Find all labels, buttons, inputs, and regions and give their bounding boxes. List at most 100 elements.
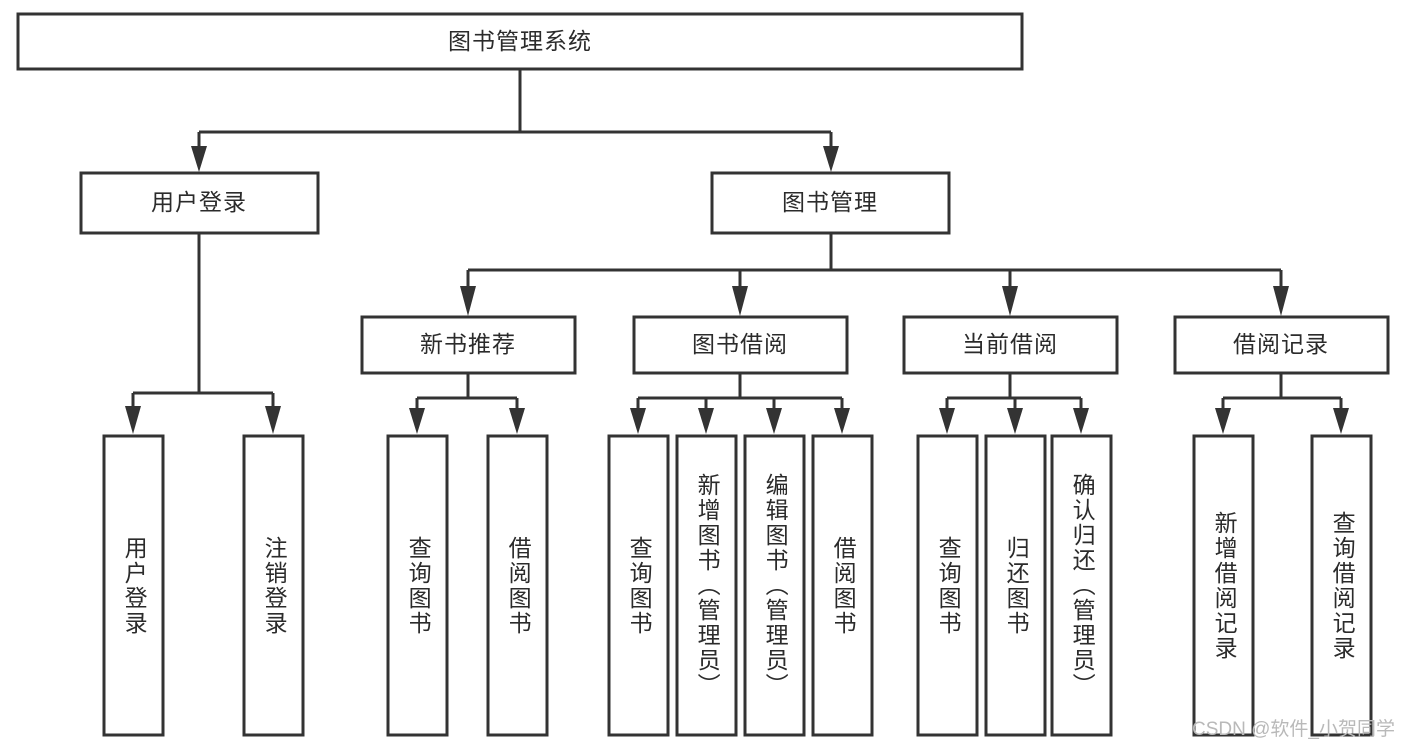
- leaf-current-borrow-2-labelbox: 归还图书: [1003, 535, 1030, 636]
- arrowhead-nb-l1: [409, 408, 425, 434]
- arrowhead-user-login: [191, 146, 207, 172]
- leaf-book-borrow-4-rect[interactable]: [811, 434, 874, 737]
- leaf-book-borrow-3-labelbox: 编辑图书（管理员）: [762, 473, 789, 698]
- leaf-book-borrow-1-rect[interactable]: [607, 434, 670, 737]
- node-book-borrow-label: 图书借阅: [692, 331, 788, 357]
- arrowhead-bm-c3: [1002, 286, 1018, 316]
- leaf-current-borrow-1-rect[interactable]: [916, 434, 979, 737]
- leaf-user-login-2-rect[interactable]: [242, 434, 305, 737]
- leaf-new-book-1-labelbox: 查询图书: [405, 535, 432, 636]
- leaf-current-borrow-3-rect[interactable]: [1050, 434, 1113, 737]
- leaf-book-borrow-2[interactable]: 新增图书（管理员）: [675, 434, 738, 737]
- arrowhead-book-mgmt: [823, 146, 839, 172]
- leaf-current-borrow-3-label: 确认归还（管理员）: [1069, 473, 1096, 698]
- node-current-borrow-rect[interactable]: [902, 315, 1119, 375]
- leaf-new-book-1-label: 查询图书: [405, 535, 432, 636]
- arrowhead-cb-l2: [1007, 408, 1023, 434]
- leaf-current-borrow-1-label: 查询图书: [935, 535, 962, 636]
- node-current-borrow[interactable]: 当前借阅: [902, 315, 1119, 375]
- leaf-borrow-record-2-labelbox: 查询借阅记录: [1329, 510, 1356, 661]
- node-book-management-rect[interactable]: [710, 171, 951, 235]
- leaf-book-borrow-1-label: 查询图书: [626, 535, 653, 636]
- connector-group-root: [191, 69, 839, 172]
- leaf-borrow-record-2-rect[interactable]: [1310, 434, 1373, 737]
- leaf-new-book-1[interactable]: 查询图书: [386, 434, 449, 737]
- leaf-book-borrow-3-label: 编辑图书（管理员）: [762, 473, 789, 698]
- leaf-new-book-2[interactable]: 借阅图书: [486, 434, 549, 737]
- arrowhead-bb-l3: [766, 408, 782, 434]
- node-new-book-recommend[interactable]: 新书推荐: [360, 315, 577, 375]
- leaf-borrow-record-1-labelbox: 新增借阅记录: [1211, 510, 1238, 661]
- node-user-login[interactable]: 用户登录: [79, 171, 320, 235]
- leaf-book-borrow-1[interactable]: 查询图书: [607, 434, 670, 737]
- leaf-current-borrow-1-labelbox: 查询图书: [935, 535, 962, 636]
- leaf-current-borrow-3-labelbox: 确认归还（管理员）: [1069, 473, 1096, 698]
- arrowhead-bb-l4: [834, 408, 850, 434]
- arrowhead-br-l1: [1215, 408, 1231, 434]
- leaf-borrow-record-1-label: 新增借阅记录: [1211, 510, 1238, 661]
- leaf-borrow-record-2-label: 查询借阅记录: [1329, 510, 1356, 661]
- node-new-book-recommend-label: 新书推荐: [420, 331, 516, 357]
- arrowhead-bm-c4: [1273, 286, 1289, 316]
- leaf-current-borrow-2[interactable]: 归还图书: [984, 434, 1047, 737]
- leaf-book-borrow-2-label: 新增图书（管理员）: [694, 473, 721, 698]
- node-user-login-label: 用户登录: [151, 189, 247, 215]
- node-borrow-record[interactable]: 借阅记录: [1173, 315, 1390, 375]
- node-root-label: 图书管理系统: [448, 28, 592, 54]
- leaf-book-borrow-4-label: 借阅图书: [830, 535, 857, 636]
- arrowhead-bb-l1: [630, 408, 646, 434]
- node-book-borrow[interactable]: 图书借阅: [632, 315, 849, 375]
- leaf-book-borrow-4[interactable]: 借阅图书: [811, 434, 874, 737]
- leaf-new-book-1-rect[interactable]: [386, 434, 449, 737]
- leaf-current-borrow-3[interactable]: 确认归还（管理员）: [1050, 434, 1113, 737]
- node-borrow-record-label: 借阅记录: [1233, 331, 1329, 357]
- leaf-new-book-2-rect[interactable]: [486, 434, 549, 737]
- leaf-book-borrow-3-rect[interactable]: [743, 434, 806, 737]
- arrowhead-bm-c2: [732, 286, 748, 316]
- leaf-new-book-2-label: 借阅图书: [505, 535, 532, 636]
- leaf-book-borrow-2-rect[interactable]: [675, 434, 738, 737]
- node-user-login-rect[interactable]: [79, 171, 320, 235]
- leaf-borrow-record-1-rect[interactable]: [1192, 434, 1255, 737]
- node-borrow-record-rect[interactable]: [1173, 315, 1390, 375]
- leaf-current-borrow-2-rect[interactable]: [984, 434, 1047, 737]
- arrowhead-br-l2: [1333, 408, 1349, 434]
- leaf-book-borrow-1-labelbox: 查询图书: [626, 535, 653, 636]
- leaf-user-login-2-label: 注销登录: [261, 535, 288, 636]
- connector-group-book-mgmt: [460, 233, 1289, 316]
- arrowhead-bm-c1: [460, 286, 476, 316]
- leaf-user-login-1[interactable]: 用户登录: [102, 434, 165, 737]
- leaf-current-borrow-1[interactable]: 查询图书: [916, 434, 979, 737]
- node-root[interactable]: 图书管理系统: [16, 12, 1024, 71]
- leaf-book-borrow-2-labelbox: 新增图书（管理员）: [694, 473, 721, 698]
- node-root-rect[interactable]: [16, 12, 1024, 71]
- connector-group-borrow-record: [1215, 373, 1349, 434]
- leaf-borrow-record-2[interactable]: 查询借阅记录: [1310, 434, 1373, 737]
- connector-group-current-borrow: [939, 373, 1089, 434]
- arrowhead-bb-l2: [698, 408, 714, 434]
- connector-group-new-book: [409, 373, 525, 434]
- node-book-management[interactable]: 图书管理: [710, 171, 951, 235]
- leaf-new-book-2-labelbox: 借阅图书: [505, 535, 532, 636]
- leaf-user-login-2-labelbox: 注销登录: [261, 535, 288, 636]
- arrowhead-cb-l1: [939, 408, 955, 434]
- node-book-borrow-rect[interactable]: [632, 315, 849, 375]
- leaf-current-borrow-2-label: 归还图书: [1003, 535, 1030, 636]
- arrowhead-ul-leaf1: [125, 406, 141, 434]
- leaf-book-borrow-3[interactable]: 编辑图书（管理员）: [743, 434, 806, 737]
- leaf-borrow-record-1[interactable]: 新增借阅记录: [1192, 434, 1255, 737]
- leaf-book-borrow-4-labelbox: 借阅图书: [830, 535, 857, 636]
- arrowhead-ul-leaf2: [265, 406, 281, 434]
- node-book-management-label: 图书管理: [782, 189, 878, 215]
- leaf-user-login-1-rect[interactable]: [102, 434, 165, 737]
- leaf-user-login-2[interactable]: 注销登录: [242, 434, 305, 737]
- node-new-book-recommend-rect[interactable]: [360, 315, 577, 375]
- connector-group-book-borrow: [630, 373, 850, 434]
- leaf-user-login-1-labelbox: 用户登录: [121, 535, 148, 636]
- leaf-user-login-1-label: 用户登录: [121, 535, 148, 636]
- arrowhead-nb-l2: [509, 408, 525, 434]
- connector-group-user-login: [125, 233, 281, 434]
- node-current-borrow-label: 当前借阅: [962, 331, 1058, 357]
